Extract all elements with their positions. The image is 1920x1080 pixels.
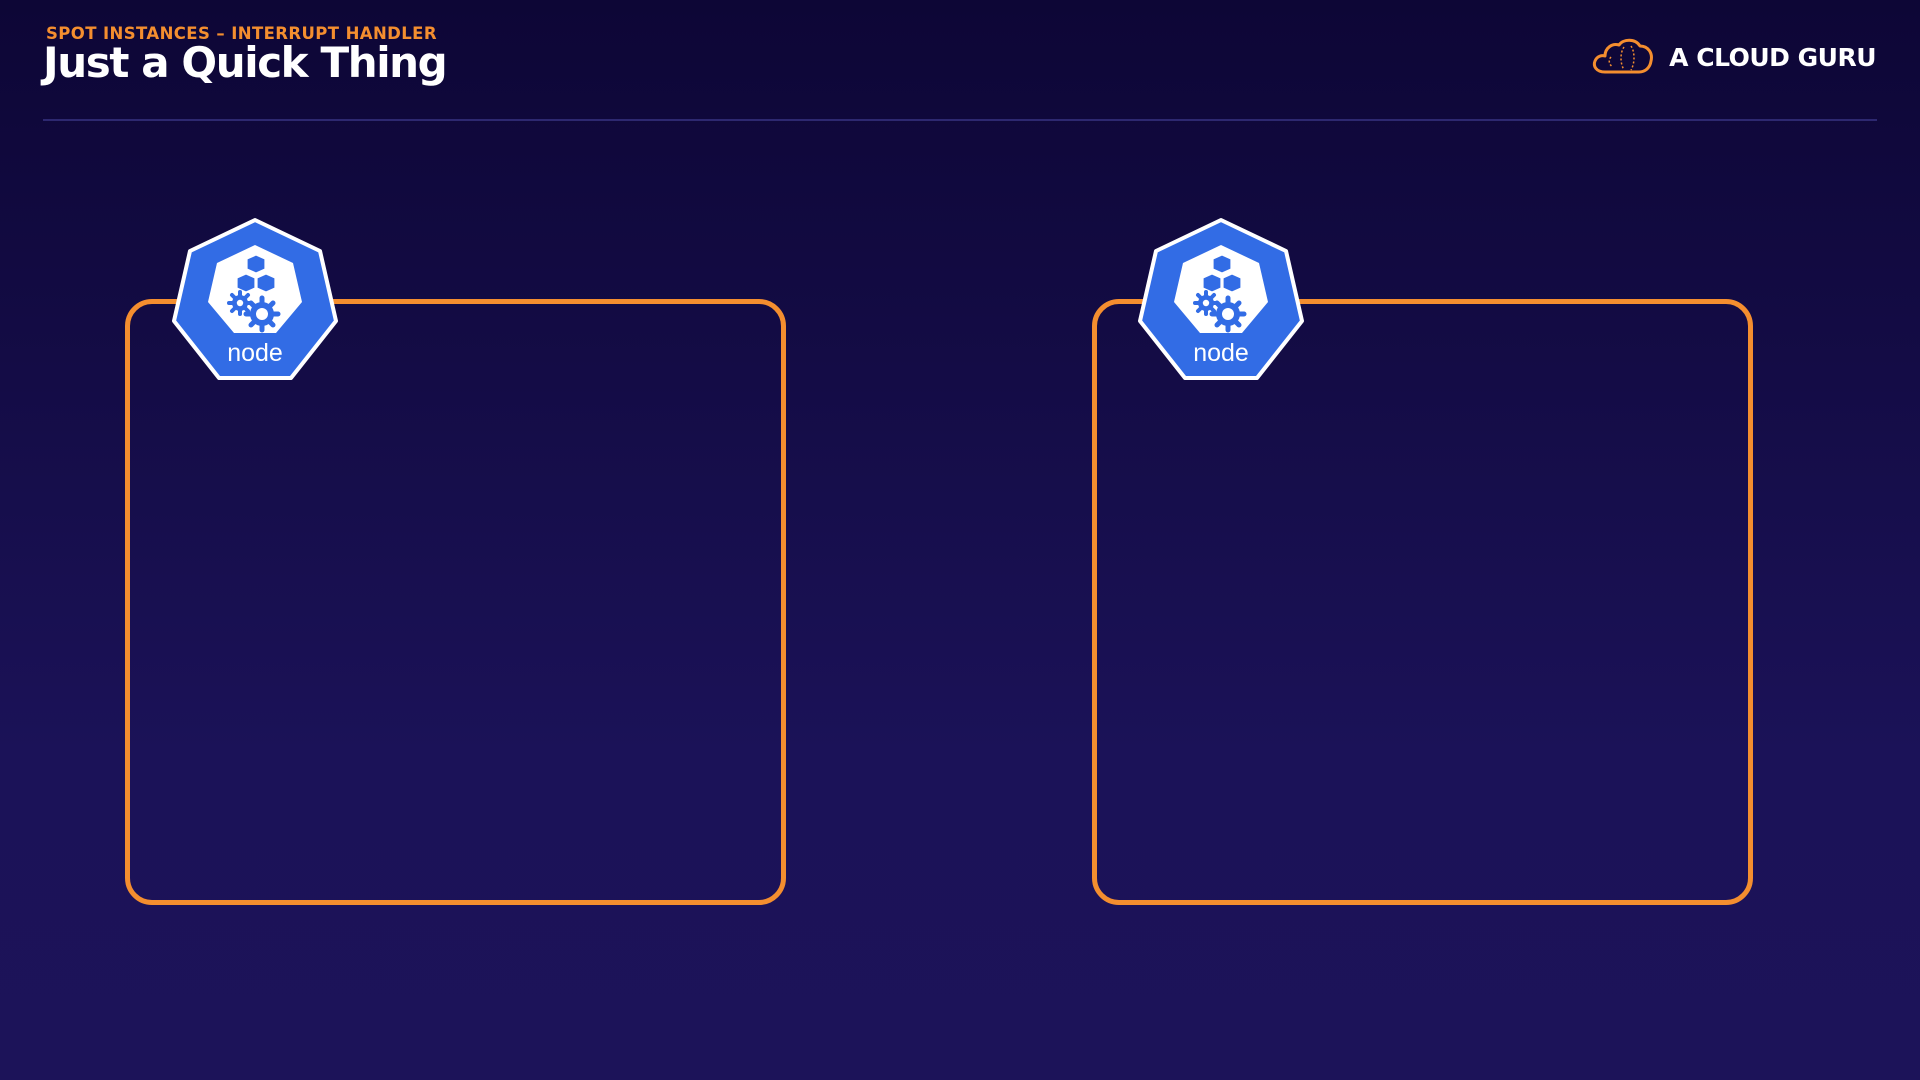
kubernetes-node-icon: node xyxy=(1138,218,1304,380)
cube-icon xyxy=(1202,254,1242,293)
node-badge-2: node xyxy=(1136,217,1306,389)
cloud-logo-icon xyxy=(1593,38,1654,74)
gear-icon xyxy=(1193,290,1247,333)
brand: A CLOUD GURU xyxy=(1591,37,1876,77)
header-divider xyxy=(43,119,1877,121)
brand-name: A CLOUD GURU xyxy=(1669,42,1876,72)
kubernetes-node-icon: node xyxy=(172,218,338,380)
node-label: node xyxy=(1193,339,1249,367)
node-label: node xyxy=(227,339,283,367)
node-container-2 xyxy=(1092,299,1753,905)
gear-icon xyxy=(227,290,281,333)
node-container-1 xyxy=(125,299,786,905)
node-badge-1: node xyxy=(170,217,340,389)
header-subtitle: SPOT INSTANCES – INTERRUPT HANDLER xyxy=(46,24,437,43)
page-title: Just a Quick Thing xyxy=(43,38,448,87)
cube-icon xyxy=(236,254,276,293)
